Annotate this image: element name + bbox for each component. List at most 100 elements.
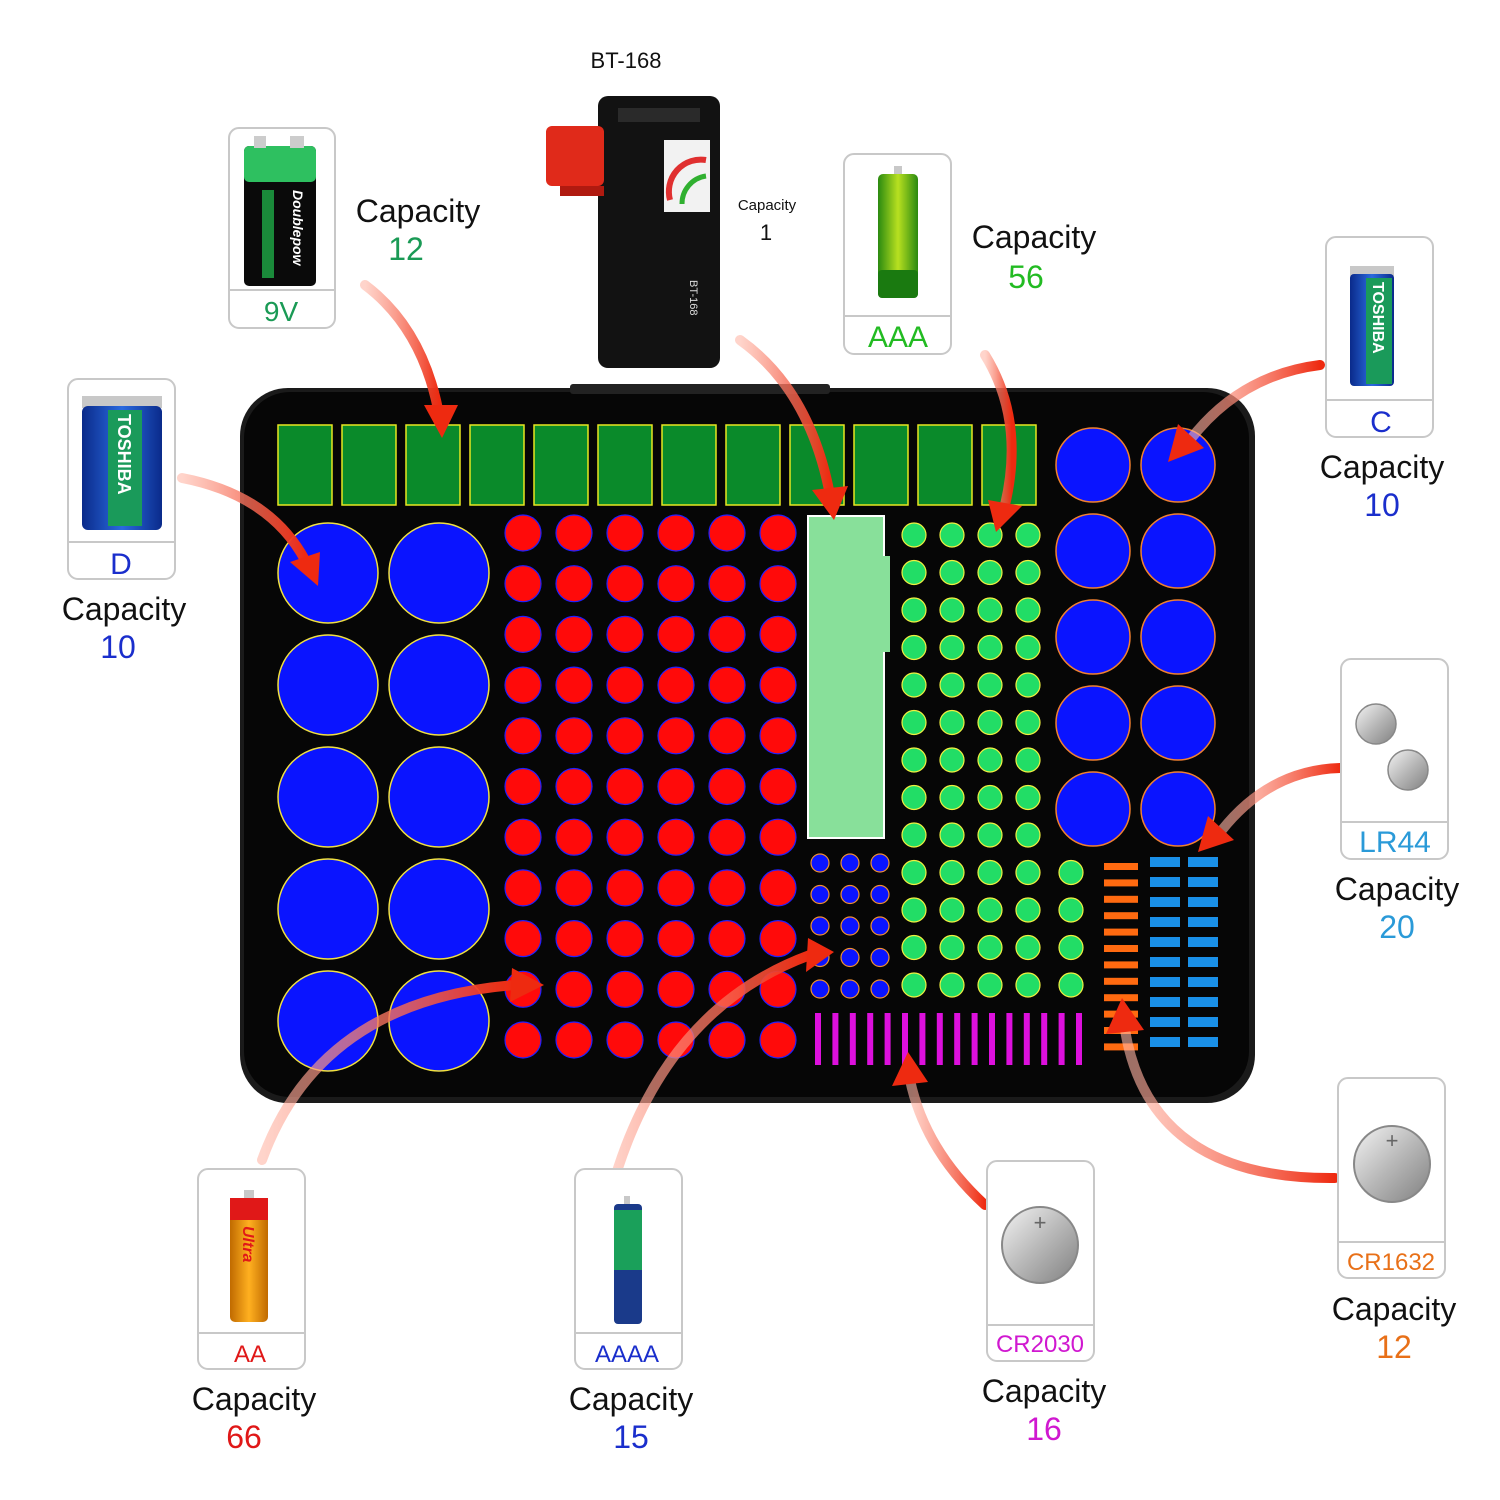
- slots-lr44: [1150, 857, 1218, 1047]
- slot-aaa: [977, 859, 1003, 886]
- slot-aa: [504, 666, 542, 704]
- slot-aaa: [977, 747, 1003, 773]
- slot-aaa: [1015, 597, 1041, 623]
- battery-9v-image: Doublepow: [244, 136, 316, 286]
- capacity-label-aa: Capacity: [192, 1381, 317, 1417]
- slot-cr2030: [884, 1013, 891, 1065]
- slot-cr2030: [1006, 1013, 1013, 1065]
- slots-c: [1055, 427, 1216, 847]
- slot-lr44: [1150, 957, 1180, 967]
- slot-lr44: [1188, 877, 1218, 887]
- slot-lr44: [1150, 917, 1180, 927]
- arrow-9v: [360, 280, 445, 425]
- coin-cr1632-image: +: [1353, 1125, 1431, 1203]
- slot-aa: [606, 869, 644, 907]
- battery-d-brand: TOSHIBA: [114, 414, 134, 495]
- slot-aa: [606, 565, 644, 603]
- slot-aaa: [977, 897, 1003, 923]
- battery-aaa-image: [878, 166, 918, 298]
- arrow-c: [1185, 360, 1325, 445]
- slot-9v: [661, 424, 717, 506]
- slot-aaa: [901, 897, 927, 923]
- battery-c-image: TOSHIBA: [1350, 266, 1394, 386]
- slots-d: [277, 522, 490, 1072]
- slot-aaa: [977, 822, 1003, 848]
- slot-cr2030: [971, 1013, 978, 1065]
- slot-c: [1055, 685, 1131, 761]
- arrow-lr44-head: [1198, 816, 1234, 852]
- slot-lr44: [1150, 877, 1180, 887]
- slot-aaa: [1015, 559, 1041, 586]
- battery-tester-image: BT-168: [546, 96, 720, 368]
- slot-aa: [504, 1021, 542, 1059]
- slot-cr2030: [815, 1013, 821, 1065]
- slot-aaa: [1015, 709, 1041, 736]
- slot-aa: [759, 565, 797, 603]
- slot-aaa: [901, 634, 927, 661]
- slot-d: [277, 858, 379, 960]
- slot-aa: [708, 514, 746, 552]
- capacity-label-d: Capacity: [62, 591, 187, 627]
- capacity-value-cr1632: 12: [1376, 1329, 1412, 1365]
- slot-9v: [533, 424, 589, 506]
- callout-cr2030: + CR2030 Capacity 16: [982, 1160, 1106, 1447]
- slot-aa: [759, 919, 797, 958]
- arrow-tester-head: [812, 486, 848, 520]
- capacity-value-cr2030: 16: [1026, 1411, 1062, 1447]
- slot-aaa: [939, 672, 965, 698]
- slot-aaa: [939, 934, 965, 961]
- slot-cr2030: [989, 1013, 995, 1065]
- slot-cr2030: [919, 1013, 926, 1065]
- slot-aa: [606, 1021, 644, 1059]
- slot-aaa: [939, 597, 965, 623]
- slot-aaaa: [840, 947, 860, 968]
- slot-aa: [606, 818, 644, 856]
- slot-aaaa: [810, 884, 830, 905]
- slot-aa: [759, 615, 797, 654]
- slot-cr2030: [1041, 1013, 1048, 1065]
- slot-aa: [504, 565, 542, 603]
- slot-aaa: [901, 597, 927, 623]
- slot-aa: [606, 514, 644, 552]
- type-label-cr2030: CR2030: [996, 1331, 1084, 1358]
- slot-lr44: [1150, 997, 1180, 1007]
- slot-9v: [917, 424, 973, 506]
- slot-aaa: [901, 784, 927, 811]
- slot-9v: [405, 424, 461, 506]
- slot-aa: [555, 1021, 593, 1059]
- slot-aa: [555, 869, 593, 907]
- slot-9v: [597, 424, 653, 506]
- slot-aaa: [1058, 859, 1084, 886]
- battery-d-image: TOSHIBA: [82, 396, 162, 530]
- slot-aa: [759, 717, 797, 755]
- slot-aa: [759, 1021, 797, 1059]
- slot-aaaa: [810, 853, 830, 873]
- slot-aaa: [977, 559, 1003, 586]
- slot-aa: [657, 767, 695, 806]
- slot-aa: [606, 919, 644, 958]
- slot-d: [388, 746, 490, 848]
- slot-cr1632: [1104, 912, 1138, 920]
- slot-aaa: [901, 559, 927, 586]
- type-label-d: D: [110, 548, 132, 581]
- slot-cr1632: [1104, 994, 1138, 1002]
- tester-callout: BT-168 BT-168 Capacity 1: [546, 48, 797, 368]
- battery-9v-brand: Doublepow: [290, 190, 306, 267]
- slot-aa: [504, 767, 542, 806]
- callout-cr1632: + CR1632 Capacity 12: [1332, 1077, 1456, 1365]
- slot-aa: [606, 767, 644, 806]
- slot-aaaa: [870, 947, 890, 968]
- slot-aa: [555, 565, 593, 603]
- slots-aaa: [901, 522, 1084, 998]
- tester-title: BT-168: [591, 48, 662, 73]
- slot-aaa: [939, 747, 965, 773]
- slot-aaaa: [840, 979, 860, 999]
- capacity-label-lr44: Capacity: [1335, 871, 1460, 907]
- slot-aaa: [1058, 934, 1084, 961]
- slot-aaa: [1015, 972, 1041, 998]
- slot-d: [388, 522, 490, 624]
- arrow-d-head: [290, 552, 320, 586]
- slot-c: [1055, 427, 1131, 503]
- slot-aaaa: [870, 916, 890, 936]
